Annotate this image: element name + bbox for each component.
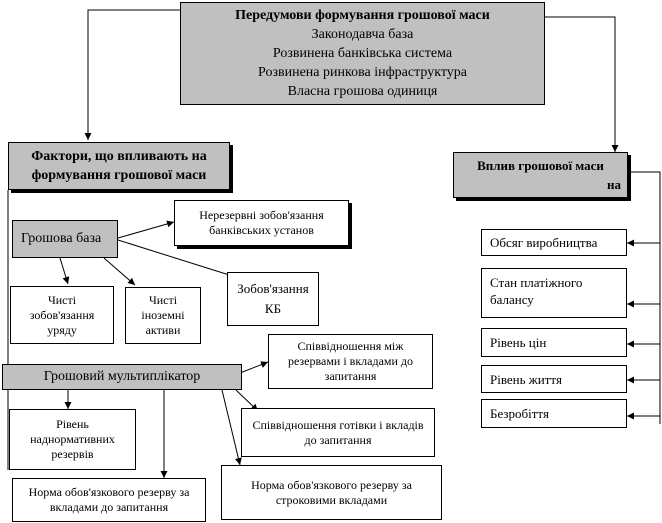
foreign-assets-text: Чисті іноземні активи (141, 293, 185, 337)
influence-item-living-text: Рівень життя (490, 371, 562, 387)
precondition-item: Розвинена ринкова інфраструктура (258, 65, 467, 80)
influence-item-living: Рівень життя (481, 365, 627, 393)
arrow-mult-to-cash-ratio (235, 389, 259, 412)
money-base-label: Грошова база (21, 231, 102, 246)
multiplier-box: Грошовий мультиплікатор (2, 364, 242, 390)
reserve-norm-term-text: Норма обов'язкового резерву за строковим… (251, 477, 412, 507)
nonreserve-liabilities-box: Нерезервні зобов'язання банківських уста… (174, 200, 349, 246)
arrow-preconditions-to-factors (84, 9, 180, 140)
reserve-norm-demand-text: Норма обов'язкового резерву за вкладами … (28, 485, 190, 514)
influence-item-balance-text: Стан платіжного балансу (490, 275, 583, 307)
preconditions-box: Передумови формування грошової маси Зако… (180, 2, 545, 105)
factors-title-line1: Фактори, що впливають на (31, 149, 207, 164)
arrow-mult-to-ratio-reserves (239, 361, 269, 374)
foreign-assets-box: Чисті іноземні активи (125, 287, 201, 344)
influence-title-line1: Вплив грошової маси (477, 158, 604, 173)
excess-reserves-text: Рівень наднормативних резервів (30, 417, 115, 461)
arrow-base-to-nonreserve (117, 220, 175, 239)
arrow-base-to-foreign (103, 257, 136, 286)
arrow-base-to-kb (117, 239, 243, 281)
precondition-item: Власна грошова одиниця (287, 84, 438, 99)
influence-item-unemployment-text: Безробіття (490, 406, 549, 421)
preconditions-title: Передумови формування грошової маси (235, 8, 490, 23)
reserve-norm-term-box: Норма обов'язкового резерву за строковим… (221, 465, 442, 520)
arrow-base-to-govt (59, 257, 70, 285)
excess-reserves-box: Рівень наднормативних резервів (9, 409, 136, 470)
govt-liabilities-text: Чисті зобов'язання уряду (29, 292, 95, 337)
precondition-item: Розвинена банківська система (272, 46, 453, 61)
influence-item-balance: Стан платіжного балансу (481, 268, 627, 318)
multiplier-label: Грошовий мультиплікатор (43, 369, 201, 384)
arrow-mult-to-norm-term (221, 389, 242, 466)
factors-box: Фактори, що впливають на формування грош… (8, 142, 230, 190)
govt-liabilities-box: Чисті зобов'язання уряду (10, 286, 114, 344)
influence-item-output: Обсяг виробництва (481, 229, 627, 256)
nonreserve-liabilities-text: Нерезервні зобов'язання банківських уста… (199, 208, 324, 237)
factors-title-line2: формування грошової маси (31, 168, 207, 183)
cash-deposit-ratio-box: Співвідношення готівки і вкладів до запи… (241, 408, 435, 457)
precondition-item: Законодавча база (311, 27, 414, 42)
influence-item-output-text: Обсяг виробництва (490, 235, 598, 250)
influence-box: Вплив грошової маси на (453, 152, 628, 198)
arrow-preconditions-to-influence (545, 16, 619, 152)
money-base-box: Грошова база (12, 220, 118, 258)
reserve-deposit-ratio-box: Співвідношення між резервами і вкладами … (268, 334, 433, 389)
kb-liabilities-box: Зобов'язання КБ (227, 272, 319, 326)
reserve-norm-demand-box: Норма обов'язкового резерву за вкладами … (12, 478, 206, 522)
influence-item-unemployment: Безробіття (481, 399, 627, 428)
influence-item-prices: Рівень цін (481, 328, 627, 357)
influence-right-line (628, 171, 661, 424)
influence-item-prices-text: Рівень цін (490, 335, 547, 350)
kb-liabilities-text: Зобов'язання КБ (237, 281, 309, 316)
cash-deposit-ratio-text: Співвідношення готівки і вкладів до запи… (252, 417, 424, 447)
influence-title-line2: на (607, 177, 621, 192)
reserve-deposit-ratio-text: Співвідношення між резервами і вкладами … (287, 339, 414, 383)
